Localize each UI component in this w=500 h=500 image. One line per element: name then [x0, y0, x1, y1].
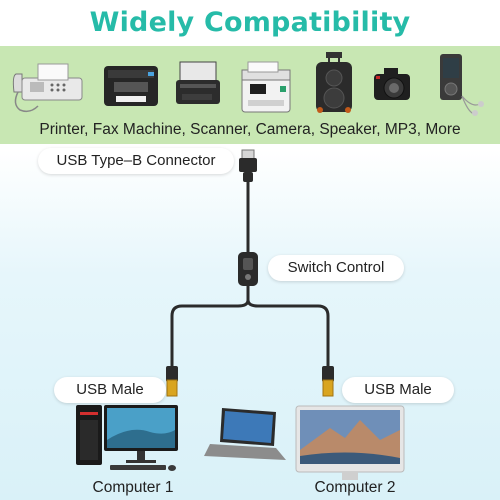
computer1-label: Computer 1 — [92, 479, 174, 496]
usb-male-right-label: USB Male — [342, 377, 454, 403]
usb-male-left-connector-icon — [166, 366, 178, 397]
usb-type-b-connector-icon — [239, 149, 257, 182]
imac-icon — [295, 405, 405, 480]
computer2-label: Computer 2 — [314, 479, 396, 496]
usb-type-b-label: USB Type–B Connector — [38, 148, 234, 174]
switch-control-icon — [238, 252, 258, 286]
fax-machine-icon — [8, 52, 86, 116]
multifunction-printer-icon — [238, 52, 294, 116]
device-caption: Printer, Fax Machine, Scanner, Camera, S… — [39, 121, 461, 138]
printer-icon — [100, 52, 162, 116]
pc-tower-icon — [76, 405, 102, 465]
page-title: Widely Compatibility — [89, 7, 411, 38]
camera-icon — [372, 52, 412, 116]
scanner-icon — [172, 52, 222, 116]
switch-control-label: Switch Control — [268, 255, 404, 281]
speaker-icon — [312, 52, 356, 116]
desktop-monitor-icon — [104, 405, 178, 471]
usb-male-left-label: USB Male — [54, 377, 166, 403]
usb-male-right-connector-icon — [322, 366, 334, 397]
laptop-icon — [204, 408, 286, 460]
mp3-player-icon — [432, 52, 492, 116]
